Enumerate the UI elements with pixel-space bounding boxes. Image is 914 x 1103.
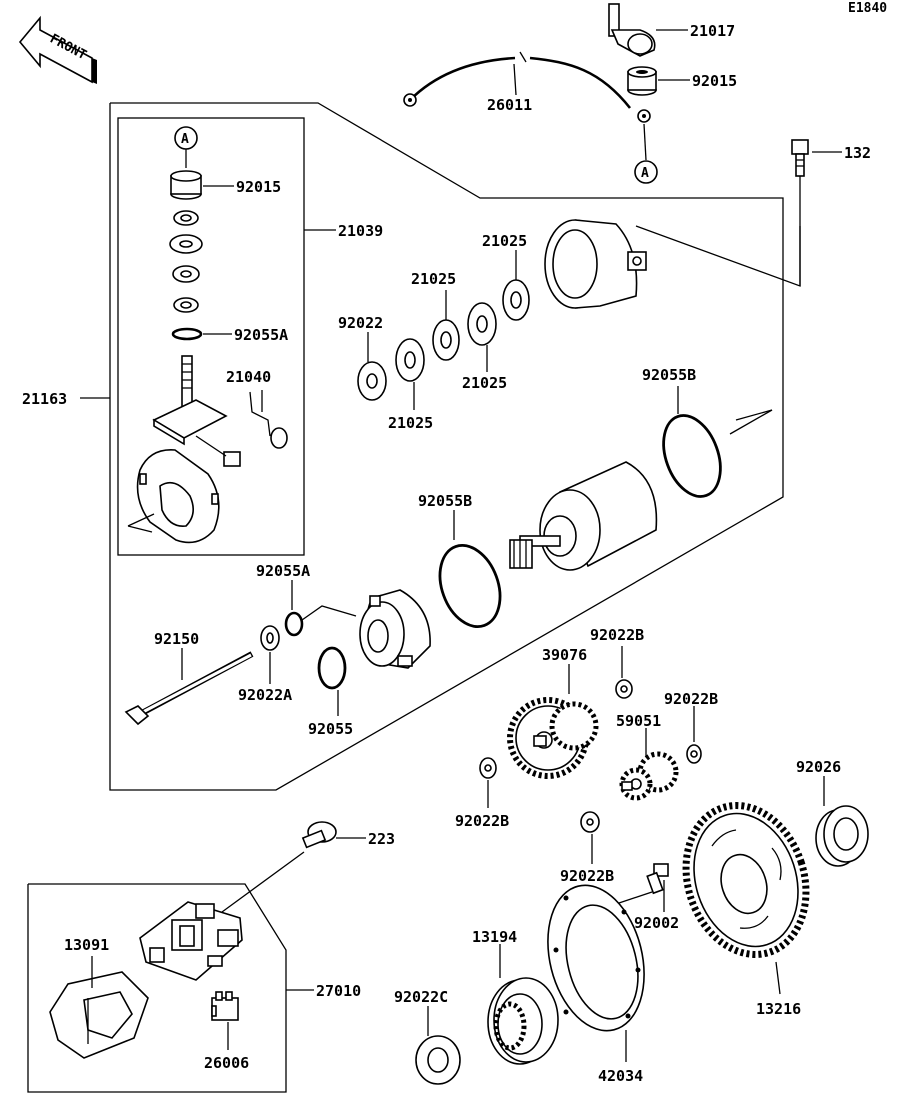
label-42034: 42034 [598,1067,643,1085]
switch-kit-box [27,883,287,1093]
label-92022: 92022 [338,314,383,332]
front-cover [359,589,431,669]
oil-seal-92026 [815,805,869,867]
starter-cable [403,51,651,123]
o-ring-small [171,327,203,341]
label-92015-inner: 92015 [236,178,281,196]
ref-marker-a-outer-text: A [641,166,649,181]
label-92022B-c: 92022B [455,812,509,830]
terminal-cap [608,3,656,57]
starter-assembly-outline [109,102,784,791]
brush-spring [249,390,288,449]
label-21017: 21017 [690,22,735,40]
label-92022B-a: 92022B [590,626,644,644]
label-92150: 92150 [154,630,199,648]
washer-stack [357,279,530,401]
o-ring-92055a-outer [284,611,304,637]
starter-relay [139,901,243,981]
o-ring-92055b-mid [438,543,502,629]
o-ring-92055b-top [662,414,722,498]
one-way-clutch-13194 [487,977,559,1065]
label-27010: 27010 [316,982,361,1000]
label-21040: 21040 [226,368,271,386]
nut-inner [170,170,202,200]
label-21025-d: 21025 [388,414,433,432]
label-92055B-top: 92055B [642,366,696,384]
label-39076: 39076 [542,646,587,664]
label-223: 223 [368,830,395,848]
clutch-housing-42034 [547,884,645,1032]
label-92022A: 92022A [238,686,292,704]
screw-223 [301,821,337,849]
rear-cover [544,219,647,309]
brush-holder-plate [127,449,220,544]
label-92022B-b: 92022B [664,690,718,708]
terminal-bolt [152,355,241,467]
label-92055: 92055 [308,720,353,738]
label-92022B-d: 92022B [560,867,614,885]
label-92055A-inner: 92055A [234,326,288,344]
label-21163: 21163 [22,390,67,408]
bolt-132 [791,139,809,177]
label-13091: 13091 [64,936,109,954]
label-92015-top: 92015 [692,72,737,90]
ref-marker-a-outer [634,160,658,184]
label-92022C: 92022C [394,988,448,1006]
label-21025-b: 21025 [411,270,456,288]
armature-yoke [509,461,658,571]
label-13194: 13194 [472,928,517,946]
label-92026: 92026 [796,758,841,776]
label-92055A-outer: 92055A [256,562,310,580]
label-92055B-mid: 92055B [418,492,472,510]
idle-gear-39076 [507,697,599,779]
label-26011: 26011 [487,96,532,114]
reduction-gear-59051 [619,751,679,801]
label-21025-a: 21025 [482,232,527,250]
label-13216: 13216 [756,1000,801,1018]
diagram-id: E1840 [848,1,887,16]
relay-cover-13091 [49,971,149,1059]
label-21025-c: 21025 [462,374,507,392]
brush-kit-box [117,117,305,556]
label-59051: 59051 [616,712,661,730]
through-bolt [124,651,254,726]
bolt-92002 [646,863,669,895]
ref-marker-a-inner-text: A [181,132,189,147]
label-21039: 21039 [338,222,383,240]
o-ring-92055 [317,646,347,690]
fuse-26006 [211,991,239,1021]
insulator-washers [169,210,203,313]
nut-top [627,66,657,96]
label-26006: 26006 [204,1054,249,1072]
label-92002: 92002 [634,914,679,932]
label-132: 132 [844,144,871,162]
starter-clutch-gear-13216 [682,802,810,958]
front-arrow-icon: FRONT [18,15,97,84]
